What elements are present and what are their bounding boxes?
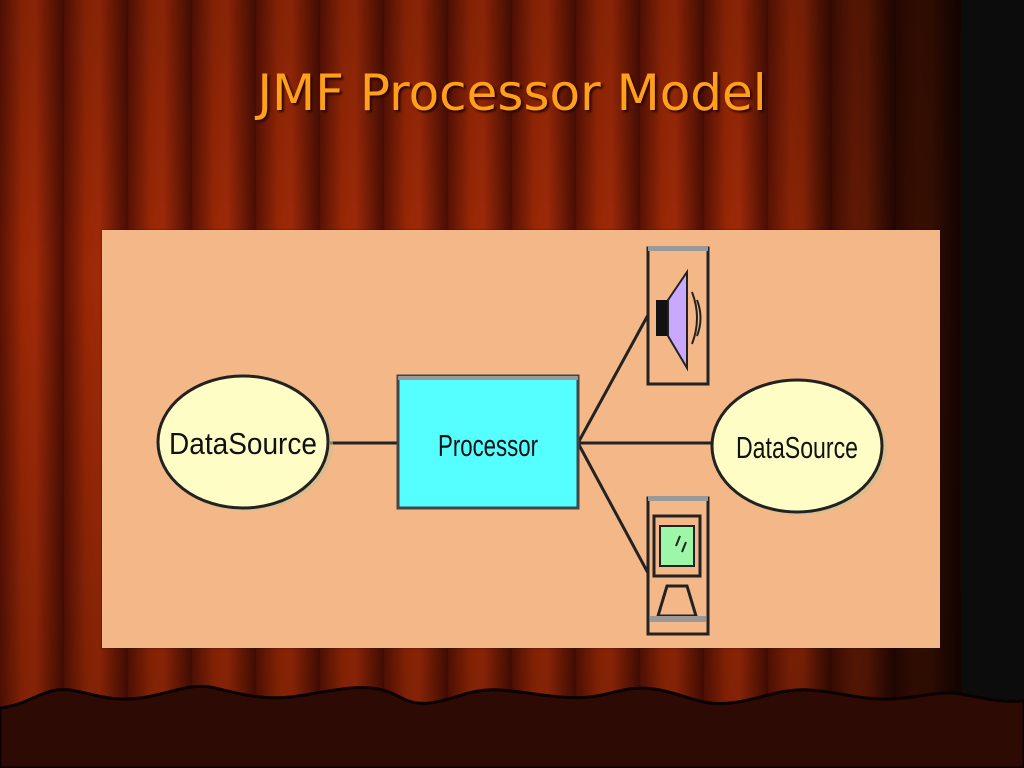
monitor-icon [646,496,710,636]
edge-processor-speaker [576,314,650,444]
edge-processor-monitor [576,442,650,574]
datasource-node-right: DataSource [710,378,887,515]
datasource-node-left: DataSource [156,374,333,511]
datasource-left-label: DataSource [169,426,317,461]
diagram-panel: DataSource Processor DataSource [102,230,940,648]
curtain-right-panel [962,0,1024,768]
connectors [330,314,712,574]
speaker-icon [646,246,710,386]
datasource-right-label: DataSource [736,430,858,465]
processor-label: Processor [438,428,538,463]
slide-title: JMF Processor Model [257,64,767,122]
processor-node: Processor [396,374,580,510]
